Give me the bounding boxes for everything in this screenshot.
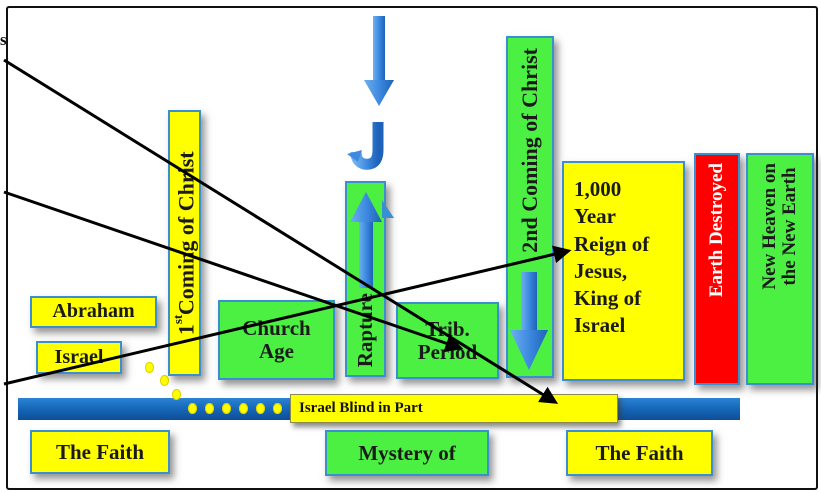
millennium-line: Year (574, 204, 616, 229)
trib-period-box: Trib. Period (396, 302, 499, 379)
millennium-line: 1,000 (574, 177, 622, 201)
mystery-box: Mystery of (325, 430, 489, 476)
first-coming-text: Coming of Christ (173, 150, 199, 315)
new-heaven-line2: the New Earth (779, 167, 800, 286)
abraham-box: Abraham (30, 296, 157, 328)
millennium-box: 1,000 Year Reign of Jesus, King of Israe… (562, 161, 685, 381)
church-age-line2: Age (259, 339, 294, 363)
mystery-label: Mystery of (358, 440, 456, 465)
first-coming-box: 1stComing of Christ (168, 110, 201, 376)
timeline-dot (239, 403, 248, 414)
israel-box: Israel (36, 341, 122, 374)
second-coming-box: 2nd Coming of Christ (506, 36, 554, 378)
earth-destroyed-box: Earth Destroyed (694, 153, 740, 385)
millennium-line: King of (574, 286, 642, 311)
the-faith-right-label: The Faith (595, 440, 684, 465)
new-heaven-line1: New Heaven on (759, 163, 781, 290)
timeline-dot (256, 403, 265, 414)
israel-blind-bar: Israel Blind in Part (290, 394, 618, 423)
church-age-box: Church Age (218, 300, 335, 380)
rapture-label: Rapture (353, 292, 378, 367)
the-faith-left-box: The Faith (30, 430, 170, 474)
the-faith-left-label: The Faith (55, 439, 145, 464)
timeline-dot (188, 403, 197, 414)
timeline-dot (145, 362, 154, 373)
earth-destroyed-label: Earth Destroyed (705, 163, 727, 298)
trib-period-line1: Trib. (425, 316, 470, 341)
first-coming-suffix: st (169, 314, 185, 325)
the-faith-right-box: The Faith (566, 430, 713, 476)
timeline-dot (222, 403, 231, 414)
millennium-line: Jesus, (574, 258, 628, 283)
first-coming-ordinal: 1 (173, 324, 199, 336)
church-age-line1: Church (242, 316, 311, 341)
timeline-dot (160, 375, 169, 386)
trib-period-line2: Period (417, 339, 478, 364)
timeline-dot (273, 403, 282, 414)
israel-blind-label: Israel Blind in Part (299, 400, 423, 416)
first-coming-label: 1stComing of Christ (169, 150, 199, 336)
israel-label: Israel (54, 345, 104, 368)
timeline-dot (172, 389, 181, 400)
millennium-line: Israel (574, 313, 626, 338)
millennium-line: Reign of (574, 231, 650, 256)
second-coming-label: 2nd Coming of Christ (517, 48, 543, 253)
timeline-dot (205, 403, 214, 414)
rapture-box: Rapture (345, 181, 386, 377)
abraham-label: Abraham (52, 300, 135, 323)
cropped-label: s (0, 30, 7, 49)
